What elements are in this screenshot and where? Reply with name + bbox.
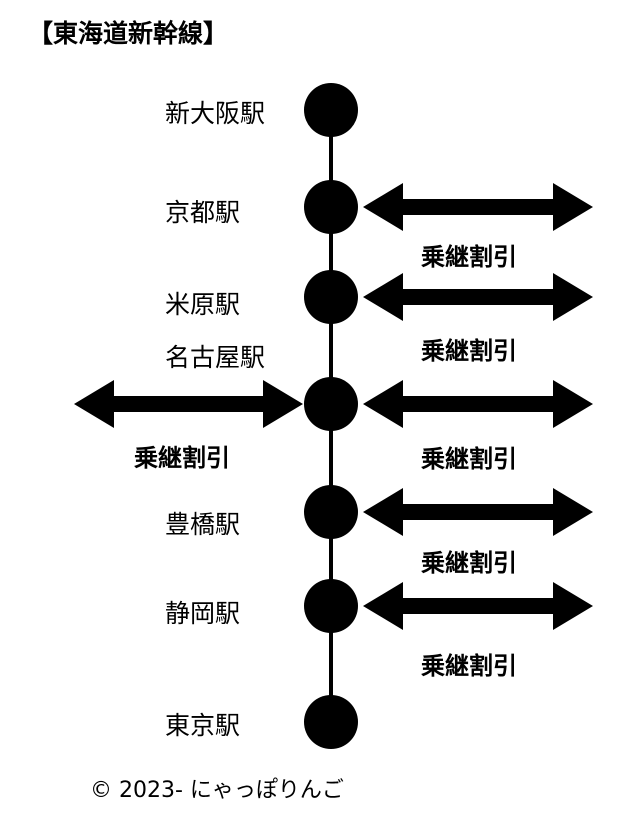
transfer-discount-label-nagoya-left: 乗継割引 xyxy=(134,444,230,472)
station-dot-shizuoka xyxy=(304,579,358,633)
station-dot-maibara xyxy=(304,270,358,324)
arrow-maibara-right xyxy=(363,273,593,321)
station-dot-shin-osaka xyxy=(304,83,358,137)
arrow-toyohashi-right xyxy=(363,488,593,536)
arrow-nagoya-right xyxy=(363,380,593,428)
diagram-title: 【東海道新幹線】 xyxy=(28,19,229,48)
station-label-kyoto: 京都駅 xyxy=(165,198,241,227)
arrow-shizuoka-right xyxy=(363,582,593,630)
transfer-discount-label-maibara: 乗継割引 xyxy=(421,337,517,365)
transfer-discount-label-kyoto: 乗継割引 xyxy=(421,243,517,271)
station-label-shizuoka: 静岡駅 xyxy=(165,599,241,628)
station-label-tokyo: 東京駅 xyxy=(165,711,241,740)
station-label-maibara: 米原駅 xyxy=(165,290,241,319)
transfer-discount-label-toyohashi: 乗継割引 xyxy=(421,549,517,577)
station-dot-kyoto xyxy=(304,180,358,234)
transfer-discount-label-shizuoka: 乗継割引 xyxy=(421,652,517,680)
station-dot-nagoya xyxy=(304,377,358,431)
station-label-shin-osaka: 新大阪駅 xyxy=(165,99,266,128)
transfer-discount-label-nagoya-right: 乗継割引 xyxy=(421,445,517,473)
station-label-toyohashi: 豊橋駅 xyxy=(165,510,241,539)
arrow-nagoya-left xyxy=(74,380,303,428)
arrow-kyoto-right xyxy=(363,183,593,231)
copyright-notice: © 2023- にゃっぽりんご xyxy=(90,778,344,803)
station-dot-tokyo xyxy=(304,695,358,749)
station-dot-toyohashi xyxy=(304,485,358,539)
station-label-nagoya: 名古屋駅 xyxy=(165,343,266,372)
